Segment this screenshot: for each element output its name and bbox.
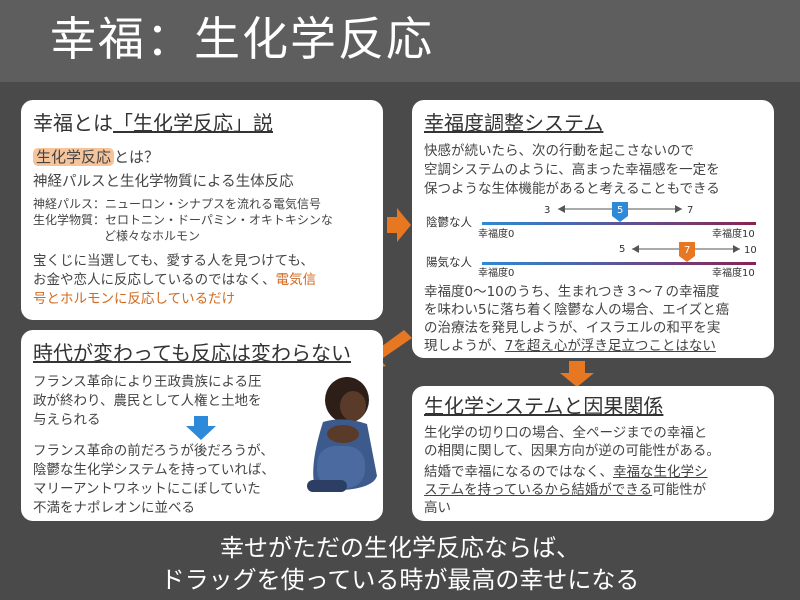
row2-range-right-head: [733, 245, 740, 253]
card1-title-a: 幸福とは: [33, 111, 113, 135]
card4-title: 生化学システムと因果関係: [424, 394, 664, 418]
card3-b3: マリーアントワネットにこぼしていた: [33, 481, 261, 497]
row1-axis-left: 幸福度0: [478, 227, 514, 240]
row2-scale-bar: [482, 262, 756, 265]
row1-high: 7: [687, 205, 693, 216]
footer-conclusion: 幸せがただの生化学反応ならば、 ドラッグを使っている時が最高の幸せになる: [0, 532, 800, 596]
card4-a1: 生化学の切り口の場合、全ページまでの幸福と: [424, 425, 708, 441]
row1-low: 3: [544, 205, 550, 216]
card2-para4-a: 現しようが、: [424, 338, 505, 354]
card1-para1: 宝くじに当選しても、愛する人を見つけても、: [33, 253, 314, 269]
card-causality: 生化学システムと因果関係 生化学の切り口の場合、全ページまでの幸福と の相関に関…: [412, 386, 774, 521]
card4-b3: 高い: [424, 500, 451, 516]
footer-line2: ドラッグを使っている時が最高の幸せになる: [160, 566, 640, 594]
card1-line1: 神経パルスと生化学物質による生体反応: [33, 174, 294, 190]
card2-line1: 快感が続いたら、次の行動を起こさないので: [424, 143, 694, 159]
question-rest: とは？: [114, 148, 160, 166]
row2-high: 10: [744, 245, 757, 256]
card1-para2-text: お金や恋人に反応しているのではなく、: [33, 272, 276, 288]
card1-title-b: 「生化学反応」説: [113, 111, 273, 135]
card1-para3: 号とホルモンに反応しているだけ: [33, 291, 236, 307]
card4-b2: ステムを持っているから結婚ができる可能性が: [424, 481, 706, 501]
card-biochemical-theory: 幸福とは「生化学反応」説 生化学反応とは？ 神経パルスと生化学物質による生体反応…: [21, 100, 383, 320]
row2-marker-pointer: [679, 256, 695, 262]
footer-line1: 幸せがただの生化学反応ならば、: [220, 534, 580, 562]
arrow-down-blue-icon: [186, 416, 216, 440]
card3-a1: フランス革命により王政貴族による圧: [33, 374, 262, 390]
card4-b1-text: 結婚で幸福になるのではなく、: [424, 464, 613, 480]
card3-a2: 政が終わり、農民として人権と土地を: [33, 393, 262, 409]
happiness-scale-diagram: 陰鬱な人 3 7 5 幸福度0 幸福度10 陽気な人 5 10 7 幸福度0 幸…: [426, 202, 757, 279]
card3-b4: 不満をナポレオンに並べる: [33, 500, 195, 516]
row2-mid: 7: [684, 245, 690, 256]
row1-mid: 5: [617, 205, 623, 216]
card3-a3: 与えられる: [33, 412, 101, 428]
arrow-right-icon: [387, 208, 411, 242]
row2-marker-badge: [679, 242, 695, 256]
row2-label: 陽気な人: [426, 255, 472, 269]
row2-low: 5: [619, 244, 625, 255]
card2-para2: を味わい5に落ち着く陰鬱な人の場合、エイズと癌: [424, 302, 730, 318]
row2-axis-left: 幸福度0: [478, 266, 514, 279]
card1-question: 生化学反応とは？: [33, 148, 159, 168]
row1-range-left-head: [558, 205, 565, 213]
card2-para3: の治療法を発見しようが、イスラエルの和平を実: [424, 320, 721, 336]
row1-marker-pointer: [612, 216, 628, 222]
card2-para4-b: 7を超え心が浮き足立つことはない: [504, 338, 716, 354]
header-bar: 幸福：生化学反応: [0, 0, 800, 82]
card2-para1: 幸福度0〜10のうち、生まれつき３〜７の幸福度: [424, 284, 720, 300]
card4-b2-text: 可能性が: [652, 482, 707, 498]
card4-b2-underline: ステムを持っているから結婚ができる: [424, 482, 653, 498]
card1-detail1: 神経パルス：ニューロン・シナプスを流れる電気信号: [33, 197, 322, 211]
row1-range-right-head: [675, 205, 682, 213]
card3-title: 時代が変わっても反応は変わらない: [33, 341, 351, 365]
row1-label: 陰鬱な人: [426, 215, 472, 229]
card1-detail3: ど様々なホルモン: [104, 229, 201, 243]
page-title: 幸福：生化学反応: [50, 12, 434, 66]
card1-detail2: 生化学物質：セロトニン・ドーパミン・オキトキシンな: [33, 213, 333, 227]
card2-para4: 現しようが、7を超え心が浮き足立つことはない: [424, 337, 716, 357]
card1-title: 幸福とは「生化学反応」説: [33, 110, 273, 136]
card-happiness-regulation: 幸福度調整システム 快感が続いたら、次の行動を起こさないので 空調システムのよう…: [412, 100, 774, 358]
card1-para2: お金や恋人に反応しているのではなく、電気信: [33, 271, 316, 291]
row2-axis-right: 幸福度10: [712, 266, 755, 279]
card3-b2: 陰鬱な生化学システムを持っていれば、: [33, 462, 275, 478]
card2-title: 幸福度調整システム: [424, 111, 604, 135]
arrow-down-icon: [560, 361, 594, 387]
card4-a2: の相関に関して、因果方向が逆の可能性がある。: [424, 443, 720, 459]
card3-b1: フランス革命の前だろうが後だろうが、: [33, 443, 274, 459]
card1-para2-orange: 電気信: [275, 272, 317, 288]
card-era-unchanged: 時代が変わっても反応は変わらない フランス革命により王政貴族による圧 政が終わり…: [21, 330, 383, 521]
row1-marker-badge: [612, 202, 628, 216]
card2-line3: 保つような生体機能があると考えることもできる: [424, 181, 720, 197]
row1-scale-bar: [482, 222, 756, 225]
card2-line2: 空調システムのように、高まった幸福感を一定を: [424, 162, 720, 178]
row1-axis-right: 幸福度10: [712, 227, 755, 240]
card4-b1-underline: 幸福な生化学シ: [613, 464, 708, 480]
card4-b1: 結婚で幸福になるのではなく、幸福な生化学シ: [424, 463, 708, 483]
row2-range-left-head: [632, 245, 639, 253]
sitting-person-illustration: [307, 377, 377, 492]
question-highlight: 生化学反応: [33, 148, 115, 166]
